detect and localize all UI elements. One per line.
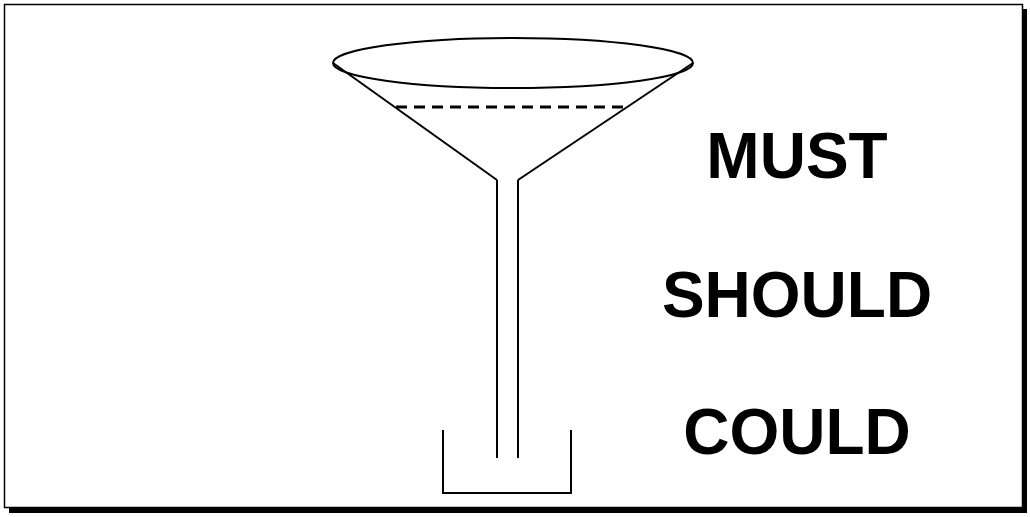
funnel-cone <box>333 63 497 180</box>
priority-label: MUST <box>647 124 947 188</box>
fill-level <box>396 106 628 109</box>
funnel-tube <box>496 180 498 458</box>
funnel-tube <box>517 180 519 458</box>
funnel-rim <box>333 38 693 88</box>
priority-label: COULD <box>647 400 947 464</box>
container <box>443 430 571 493</box>
frame-border <box>5 5 1023 508</box>
priority-label: SHOULD <box>647 263 947 327</box>
funnel-cone <box>518 63 693 180</box>
